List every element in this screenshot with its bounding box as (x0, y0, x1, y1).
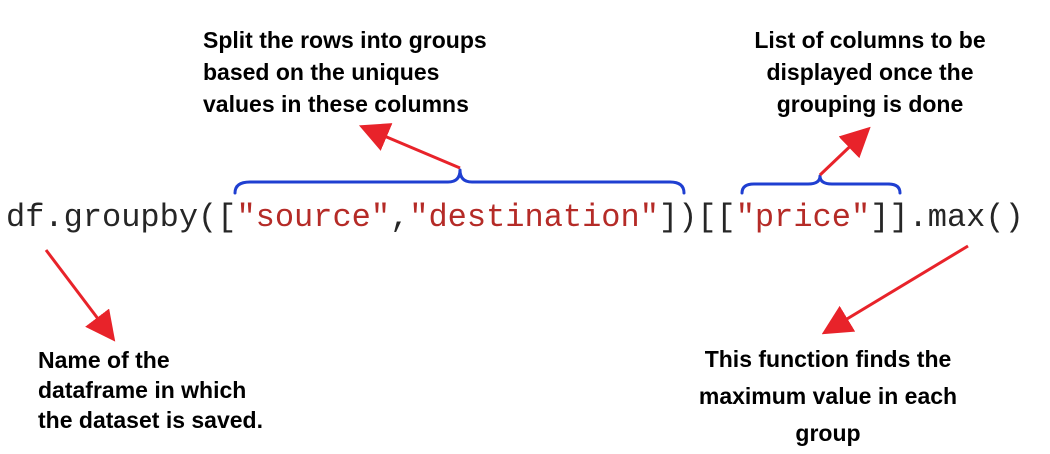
annotation-line: group (795, 420, 861, 446)
groupby-brace (233, 168, 686, 195)
annotation-line: values in these columns (203, 91, 469, 117)
annotation-line: based on the uniques (203, 59, 440, 85)
annotation-line: grouping is done (776, 91, 964, 117)
groupby-arrow (358, 123, 461, 170)
annotation-line: dataframe in which (38, 377, 247, 403)
dataframe-arrow (44, 249, 116, 342)
code-string-source: "source" (236, 199, 391, 236)
annotation-line: Split the rows into groups (203, 27, 487, 53)
code-prefix: df.groupby([ (6, 199, 237, 236)
annotation-line: maximum value in each (698, 383, 958, 409)
annotation-line: the dataset is saved. (38, 407, 263, 433)
display-columns-arrow (818, 126, 871, 177)
max-function-annotation: This function finds the maximum value in… (668, 341, 988, 452)
code-middle: ])[[ (658, 199, 736, 236)
annotation-line: Name of the (38, 347, 170, 373)
display-columns-annotation: List of columns to be displayed once the… (730, 24, 1010, 120)
annotation-line: This function finds the (704, 346, 952, 372)
code-comma: , (390, 199, 410, 236)
code-suffix: ]].max() (870, 199, 1024, 236)
dataframe-annotation: Name of the dataframe in which the datas… (38, 345, 263, 435)
annotation-line: displayed once the (766, 59, 974, 85)
code-line: df.groupby(["source","destination"])[["p… (6, 194, 1024, 242)
code-string-price: "price" (735, 199, 871, 236)
display-columns-brace (740, 174, 902, 195)
max-function-arrow (821, 244, 969, 335)
annotation-line: List of columns to be (754, 27, 986, 53)
code-string-destination: "destination" (409, 199, 659, 236)
groupby-annotation: Split the rows into groups based on the … (203, 24, 487, 120)
